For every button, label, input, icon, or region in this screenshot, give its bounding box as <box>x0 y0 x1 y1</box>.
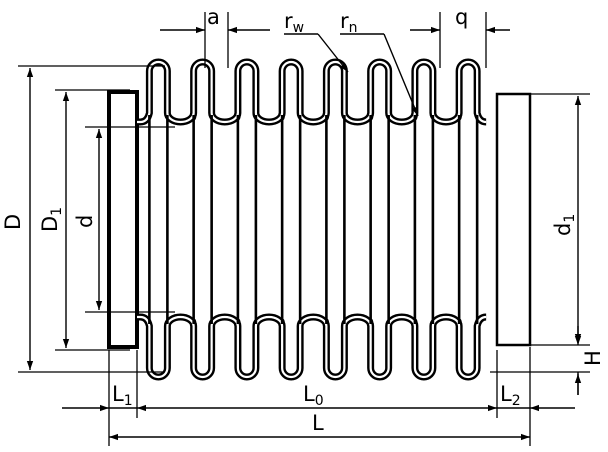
label-rn: rn <box>340 9 358 36</box>
right-flange <box>495 92 532 347</box>
label-L0: L0 <box>303 382 324 409</box>
label-q: q <box>455 5 468 29</box>
dimension-labels: a rw rn q D D1 d d1 H L1 L0 L2 L <box>1 5 605 435</box>
convolution-walls <box>148 115 479 324</box>
extension-lines <box>18 12 590 446</box>
bellows-upper-profile <box>136 58 487 126</box>
label-D1: D1 <box>38 207 65 232</box>
label-H: H <box>581 350 605 366</box>
label-rw: rw <box>284 9 304 36</box>
label-d1: d1 <box>551 214 578 236</box>
dimension-lines <box>26 26 582 441</box>
bellows-lower-profile <box>136 313 487 381</box>
label-d: d <box>73 215 97 228</box>
label-L: L <box>312 411 324 435</box>
label-L2: L2 <box>500 382 521 409</box>
radius-leaders <box>284 33 419 117</box>
label-D: D <box>1 214 25 230</box>
label-L1: L1 <box>112 382 133 409</box>
label-a: a <box>207 5 220 29</box>
left-flange <box>107 90 139 349</box>
